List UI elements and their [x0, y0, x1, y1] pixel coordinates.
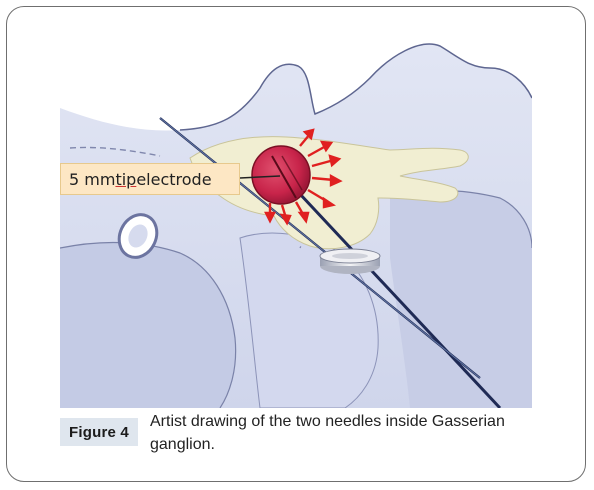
figure-caption: Figure 4 Artist drawing of the two needl… [60, 410, 560, 464]
needle-1 [283, 176, 502, 408]
figure-label: Figure 4 [60, 418, 138, 446]
skull-upper-contour [60, 38, 532, 131]
callout-text-suffix: electrode [136, 169, 212, 189]
bone-right-shadow [390, 190, 532, 408]
callout-pointer [239, 175, 281, 179]
caption-text: Artist drawing of the two needles inside… [150, 413, 505, 453]
anatomical-illustration [60, 38, 532, 408]
needle-hub-ring [319, 248, 381, 274]
heat-arrows [264, 128, 343, 226]
bone-lower-shadow [60, 242, 236, 408]
electrode-callout: 5 mm tip electrode [60, 163, 240, 195]
callout-text-prefix: 5 mm [69, 169, 116, 189]
lesion-sphere [251, 145, 311, 205]
callout-text-underlined: tip [115, 169, 137, 189]
